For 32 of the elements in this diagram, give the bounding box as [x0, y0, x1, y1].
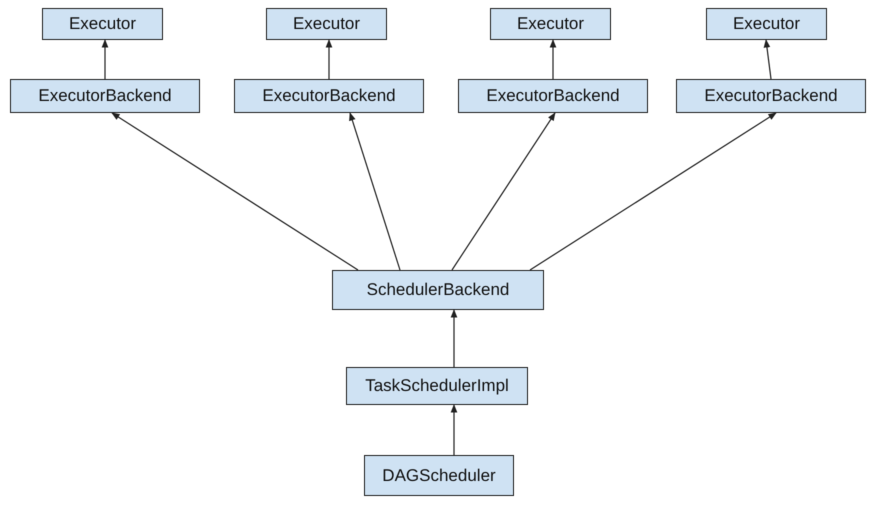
arrow [452, 112, 556, 270]
class-box [458, 79, 648, 113]
arrow [111, 112, 358, 270]
class-box [10, 79, 200, 113]
class-name: SchedulerBackend [366, 280, 510, 300]
arrow [102, 39, 108, 79]
class-box [332, 270, 544, 310]
arrow [450, 309, 458, 367]
class-box [266, 8, 387, 40]
class-box [490, 8, 611, 40]
class-name: Executor [732, 14, 800, 34]
class-box [706, 8, 827, 40]
class-name: ExecutorBackend [704, 86, 838, 106]
class-name: ExecutorBackend [262, 86, 396, 106]
class-box [42, 8, 163, 40]
class-box [346, 367, 528, 405]
class-name: Executor [516, 14, 584, 34]
class-box [234, 79, 424, 113]
class-name: TaskSchedulerImpl [365, 376, 509, 396]
class-name: Executor [292, 14, 360, 34]
arrow [450, 404, 458, 455]
arrow [550, 39, 556, 79]
class-name: ExecutorBackend [486, 86, 620, 106]
arrow [764, 39, 772, 80]
class-box [364, 455, 514, 496]
arrow [326, 39, 332, 79]
arrow [530, 112, 777, 270]
arrow [349, 112, 401, 270]
class-name: ExecutorBackend [38, 86, 172, 106]
class-name: Executor [68, 14, 136, 34]
class-name: DAGScheduler [382, 466, 496, 486]
class-box [676, 79, 866, 113]
